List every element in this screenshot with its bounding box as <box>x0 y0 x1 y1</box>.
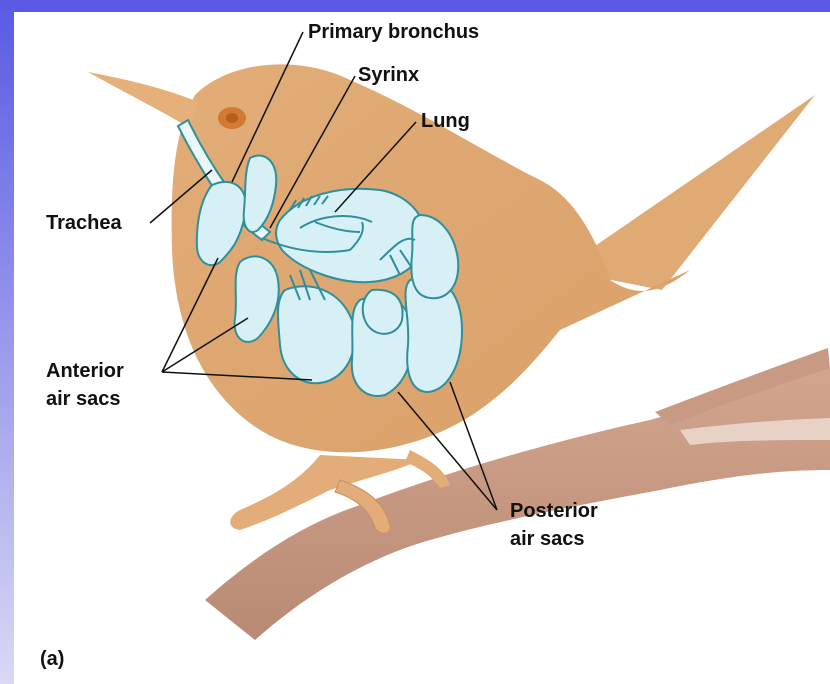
label-posterior-line1: Posterior <box>510 498 598 524</box>
label-trachea: Trachea <box>46 210 122 236</box>
panel-letter: (a) <box>40 646 64 672</box>
label-anterior-line2: air sacs <box>46 386 121 412</box>
bird-beak <box>88 72 198 128</box>
label-primary-bronchus: Primary bronchus <box>308 19 479 45</box>
label-posterior-line2: air sacs <box>510 526 585 552</box>
label-lung: Lung <box>421 108 470 134</box>
label-syrinx: Syrinx <box>358 62 419 88</box>
label-anterior-line1: Anterior <box>46 358 124 384</box>
